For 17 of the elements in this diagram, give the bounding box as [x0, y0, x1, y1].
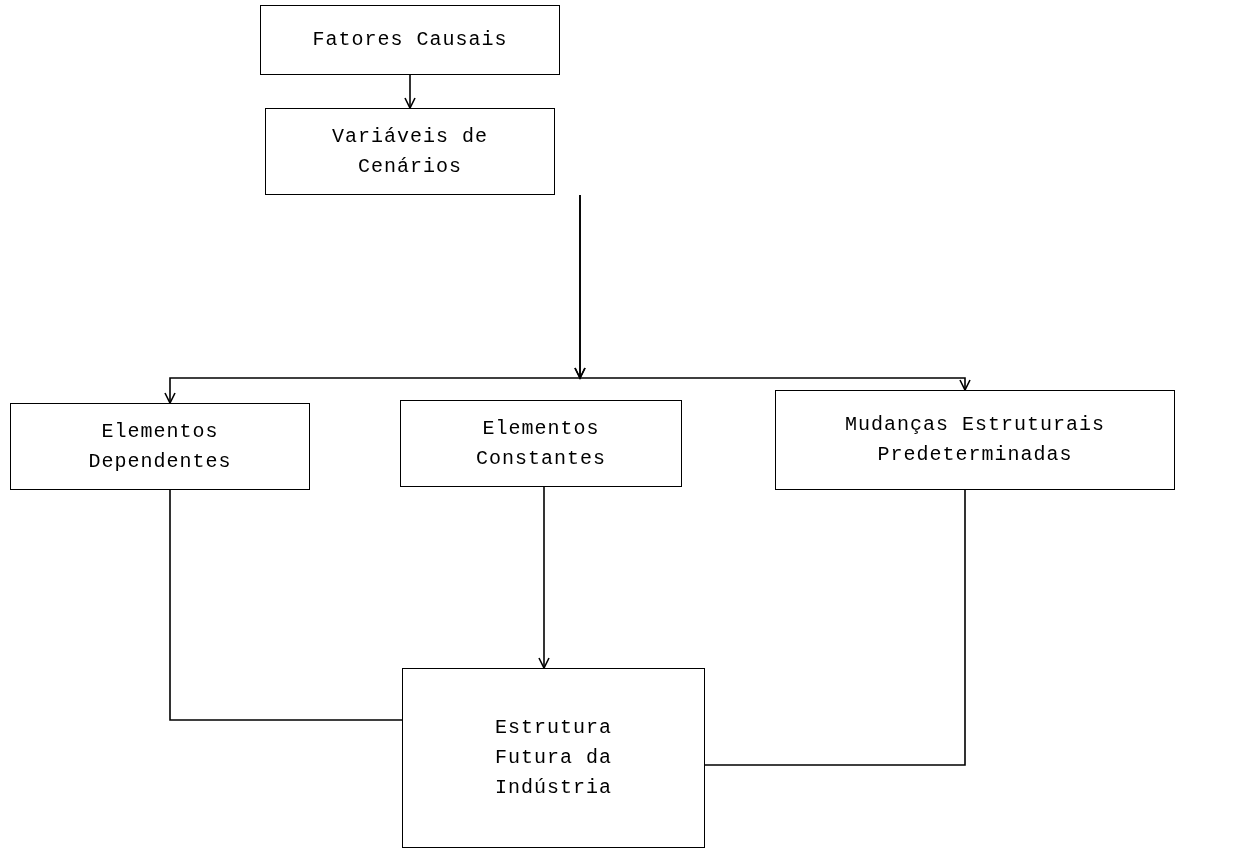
- connector-line: [704, 489, 966, 766]
- arrow: [538, 486, 550, 669]
- box-label: Variáveis de Cenários: [331, 123, 489, 180]
- arrow: [404, 74, 416, 109]
- process-box: [260, 5, 560, 75]
- connector-line: [169, 489, 403, 721]
- box-label: Fatores Causais: [311, 27, 509, 53]
- box-label: Estrutura Futura da Indústria: [494, 715, 613, 801]
- box-label: Elementos Dependentes: [87, 418, 233, 475]
- box-label: Mudanças Estruturais Predeterminadas: [843, 412, 1106, 468]
- process-box: [402, 668, 705, 848]
- box-label: Elementos Constantes: [475, 415, 607, 472]
- process-box: [400, 400, 682, 487]
- process-box: [265, 108, 555, 195]
- arrow: [574, 194, 971, 391]
- process-box: [10, 403, 310, 490]
- process-box: [775, 390, 1175, 490]
